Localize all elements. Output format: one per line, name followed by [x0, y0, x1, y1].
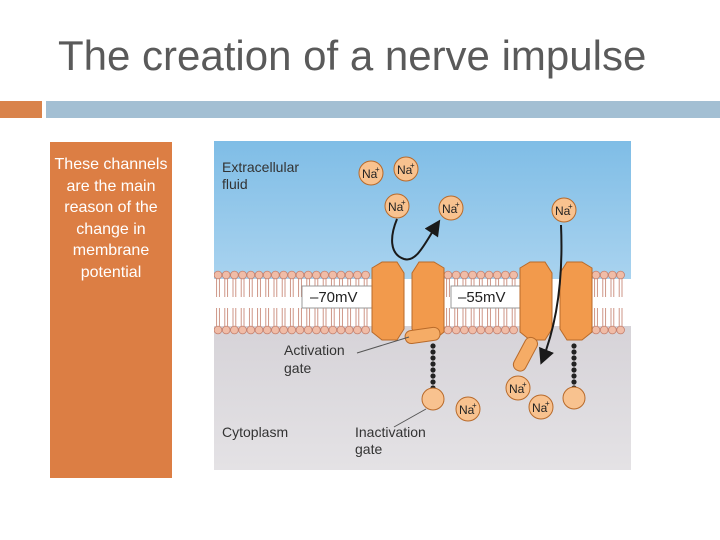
- sodium-ion: Na+: [455, 396, 481, 422]
- extracellular-label-2: fluid: [222, 176, 248, 192]
- svg-text:Na: Na: [442, 202, 458, 216]
- inactivation-gate-pointer: [393, 408, 427, 428]
- activation-gate-pointer: [356, 336, 410, 354]
- svg-text:+: +: [401, 198, 406, 207]
- svg-text:Na: Na: [397, 163, 413, 177]
- slide-title: The creation of a nerve impulse: [58, 32, 647, 79]
- svg-text:Na: Na: [555, 204, 571, 218]
- svg-text:+: +: [410, 161, 415, 170]
- ion-channel-diagram: Extracellular fluid Cytoplasm –70mV –55m…: [214, 141, 631, 470]
- svg-text:Na: Na: [532, 401, 548, 415]
- svg-text:+: +: [522, 380, 527, 389]
- svg-text:+: +: [455, 200, 460, 209]
- channel-open: –55mV: [450, 261, 593, 410]
- inactivation-gate-label-2: gate: [355, 441, 382, 457]
- activation-gate-label: Activation: [284, 342, 345, 358]
- inactivation-gate-label: Inactivation: [355, 424, 426, 440]
- side-note-text: These channels are the main reason of th…: [54, 156, 168, 281]
- sodium-ion: Na+: [528, 394, 554, 420]
- sodium-ion: Na+: [551, 197, 577, 223]
- ion-path-arrow-right: [539, 224, 563, 365]
- svg-text:Na: Na: [388, 200, 404, 214]
- sodium-ion: Na+: [384, 193, 410, 219]
- title-rule-bar: [46, 101, 720, 118]
- potential-left-label: –70mV: [310, 289, 358, 306]
- svg-text:+: +: [568, 202, 573, 211]
- svg-text:Na: Na: [459, 403, 475, 417]
- sodium-ion: Na+: [438, 195, 464, 221]
- svg-text:+: +: [472, 401, 477, 410]
- title-rule-accent: [0, 101, 42, 118]
- svg-text:Na: Na: [362, 167, 378, 181]
- side-note-box: These channels are the main reason of th…: [50, 142, 172, 478]
- svg-text:+: +: [545, 399, 550, 408]
- sodium-ion: Na+: [393, 156, 419, 182]
- cytoplasm-label: Cytoplasm: [222, 424, 288, 440]
- sodium-ion: Na+: [505, 375, 531, 401]
- sodium-ion: Na+: [358, 160, 384, 186]
- potential-right-label: –55mV: [458, 289, 506, 306]
- extracellular-label: Extracellular: [222, 159, 299, 175]
- svg-text:Na: Na: [509, 382, 525, 396]
- activation-gate-label-2: gate: [284, 360, 311, 376]
- channel-closed: –70mV: [301, 261, 445, 411]
- svg-text:+: +: [375, 165, 380, 174]
- ion-path-arrow-left: [391, 218, 441, 261]
